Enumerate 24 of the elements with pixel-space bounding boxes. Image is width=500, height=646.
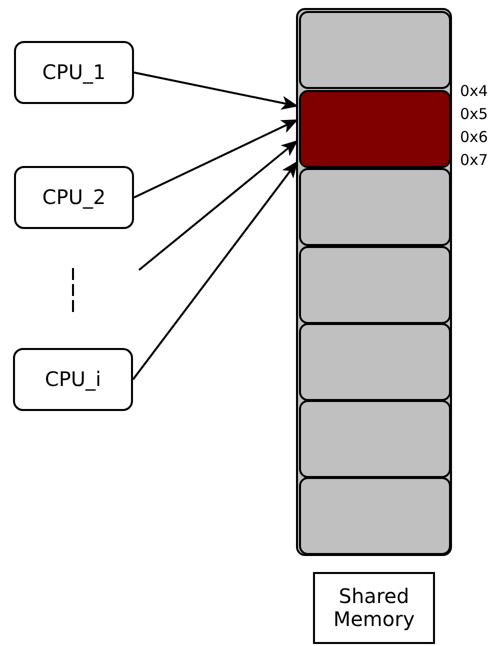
highlighted-memory-cell xyxy=(299,90,451,168)
cpu-box xyxy=(14,41,134,104)
node-label: CPU_2 xyxy=(42,186,106,209)
node-label: CPU_i xyxy=(44,368,102,391)
memory-cell xyxy=(299,400,451,478)
arrow xyxy=(134,119,298,198)
cpu-box xyxy=(14,166,134,229)
cpu-box xyxy=(13,348,133,411)
address-label: 0x6 xyxy=(460,130,488,145)
arrow xyxy=(138,140,298,271)
memory-cell xyxy=(299,168,451,246)
arrow xyxy=(132,160,298,380)
address-label: 0x7 xyxy=(460,153,488,168)
address-label: 0x5 xyxy=(460,107,488,122)
memory-cell xyxy=(299,323,451,401)
address-label: 0x4 xyxy=(460,84,488,99)
label-box xyxy=(313,572,435,644)
memory-cell xyxy=(299,246,451,324)
memory-cell xyxy=(299,11,451,89)
arrow xyxy=(134,72,298,110)
node-label: CPU_1 xyxy=(42,61,106,84)
node-label: Shared Memory xyxy=(332,585,416,631)
memory-column xyxy=(296,8,452,556)
memory-cell xyxy=(299,477,451,555)
